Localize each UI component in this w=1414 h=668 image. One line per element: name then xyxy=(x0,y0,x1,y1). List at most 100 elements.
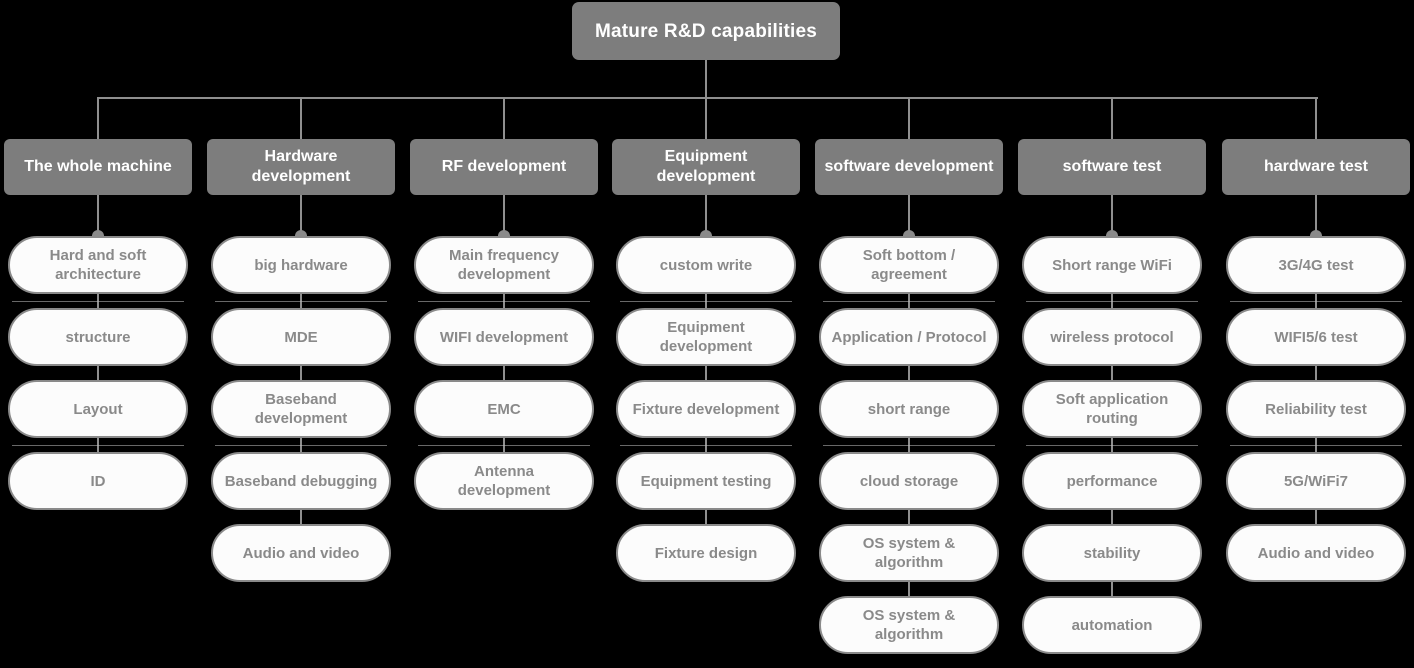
leaf-row: Baseband debugging xyxy=(207,438,395,524)
column-header-rf-development[interactable]: RF development xyxy=(410,139,598,195)
leaf-row: Main frequency development xyxy=(410,236,598,308)
leaf-row: Audio and video xyxy=(1222,510,1410,596)
leaf-row: Audio and video xyxy=(207,510,395,596)
leaf-node[interactable]: 5G/WiFi7 xyxy=(1226,452,1406,510)
leaf-node[interactable]: Soft bottom / agreement xyxy=(819,236,999,294)
leaf-node[interactable]: Fixture development xyxy=(616,380,796,438)
leaf-row: Equipment testing xyxy=(612,438,800,524)
leaf-row: OS system & algorithm xyxy=(815,582,1003,668)
leaf-node[interactable]: Baseband development xyxy=(211,380,391,438)
leaf-list-rf-development: Main frequency development WIFI developm… xyxy=(410,236,598,524)
leaf-row: EMC xyxy=(410,366,598,452)
root-node[interactable]: Mature R&D capabilities xyxy=(572,2,840,60)
leaf-list-the-whole-machine: Hard and soft architecture structure Lay… xyxy=(4,236,192,524)
leaf-row: WIFI5/6 test xyxy=(1222,294,1410,380)
bus-drop-connector-2 xyxy=(300,97,302,141)
leaf-node[interactable]: WIFI development xyxy=(414,308,594,366)
leaf-row: Fixture design xyxy=(612,510,800,596)
leaf-node[interactable]: Soft application routing xyxy=(1022,380,1202,438)
leaf-row: Application / Protocol xyxy=(815,294,1003,380)
leaf-row: 5G/WiFi7 xyxy=(1222,438,1410,524)
leaf-row: Baseband development xyxy=(207,366,395,452)
column-header-software-development[interactable]: software development xyxy=(815,139,1003,195)
bus-drop-connector-1 xyxy=(97,97,99,141)
leaf-node[interactable]: MDE xyxy=(211,308,391,366)
leaf-row: 3G/4G test xyxy=(1222,236,1410,308)
leaf-row: Reliability test xyxy=(1222,366,1410,452)
column-rf-development: RF development xyxy=(410,139,598,195)
column-software-test: software test xyxy=(1018,139,1206,195)
bus-drop-connector-3 xyxy=(503,97,505,141)
column-header-the-whole-machine[interactable]: The whole machine xyxy=(4,139,192,195)
leaf-row: Fixture development xyxy=(612,366,800,452)
leaf-list-software-test: Short range WiFi wireless protocol Soft … xyxy=(1018,236,1206,668)
column-stem-5 xyxy=(908,195,910,237)
leaf-list-equipment-development: custom write Equipment development Fixtu… xyxy=(612,236,800,596)
leaf-node[interactable]: Main frequency development xyxy=(414,236,594,294)
leaf-row: MDE xyxy=(207,294,395,380)
column-equipment-development: Equipment development xyxy=(612,139,800,195)
bus-drop-connector-4 xyxy=(705,97,707,141)
column-the-whole-machine: The whole machine xyxy=(4,139,192,195)
leaf-node[interactable]: OS system & algorithm xyxy=(819,524,999,582)
leaf-row: short range xyxy=(815,366,1003,452)
column-stem-3 xyxy=(503,195,505,237)
leaf-list-hardware-development: big hardware MDE Baseband development Ba… xyxy=(207,236,395,596)
column-hardware-development: Hardware development xyxy=(207,139,395,195)
leaf-row: Soft bottom / agreement xyxy=(815,236,1003,308)
leaf-row: automation xyxy=(1018,582,1206,668)
column-stem-7 xyxy=(1315,195,1317,237)
leaf-node[interactable]: Short range WiFi xyxy=(1022,236,1202,294)
column-stem-1 xyxy=(97,195,99,237)
horizontal-bus-connector xyxy=(98,97,1318,99)
leaf-node[interactable]: big hardware xyxy=(211,236,391,294)
leaf-node[interactable]: Baseband debugging xyxy=(211,452,391,510)
leaf-row: custom write xyxy=(612,236,800,308)
leaf-row: OS system & algorithm xyxy=(815,510,1003,596)
leaf-node[interactable]: EMC xyxy=(414,380,594,438)
leaf-node[interactable]: Audio and video xyxy=(1226,524,1406,582)
leaf-node[interactable]: Audio and video xyxy=(211,524,391,582)
leaf-row: structure xyxy=(4,294,192,380)
leaf-node[interactable]: performance xyxy=(1022,452,1202,510)
column-software-development: software development xyxy=(815,139,1003,195)
leaf-row: Soft application routing xyxy=(1018,366,1206,452)
leaf-row: Hard and soft architecture xyxy=(4,236,192,308)
leaf-row: wireless protocol xyxy=(1018,294,1206,380)
leaf-node[interactable]: stability xyxy=(1022,524,1202,582)
leaf-node[interactable]: structure xyxy=(8,308,188,366)
leaf-node[interactable]: automation xyxy=(1022,596,1202,654)
leaf-node[interactable]: cloud storage xyxy=(819,452,999,510)
column-stem-6 xyxy=(1111,195,1113,237)
bus-drop-connector-5 xyxy=(908,97,910,141)
column-header-hardware-test[interactable]: hardware test xyxy=(1222,139,1410,195)
leaf-row: Short range WiFi xyxy=(1018,236,1206,308)
leaf-node[interactable]: Reliability test xyxy=(1226,380,1406,438)
leaf-list-hardware-test: 3G/4G test WIFI5/6 test Reliability test… xyxy=(1222,236,1410,596)
leaf-node[interactable]: Layout xyxy=(8,380,188,438)
leaf-row: WIFI development xyxy=(410,294,598,380)
column-hardware-test: hardware test xyxy=(1222,139,1410,195)
leaf-node[interactable]: Application / Protocol xyxy=(819,308,999,366)
leaf-node[interactable]: wireless protocol xyxy=(1022,308,1202,366)
leaf-row: stability xyxy=(1018,510,1206,596)
leaf-node[interactable]: short range xyxy=(819,380,999,438)
column-stem-4 xyxy=(705,195,707,237)
leaf-node[interactable]: custom write xyxy=(616,236,796,294)
leaf-node[interactable]: Fixture design xyxy=(616,524,796,582)
leaf-node[interactable]: ID xyxy=(8,452,188,510)
leaf-node[interactable]: Equipment development xyxy=(616,308,796,366)
leaf-row: Layout xyxy=(4,366,192,452)
leaf-row: ID xyxy=(4,438,192,524)
leaf-node[interactable]: OS system & algorithm xyxy=(819,596,999,654)
column-header-hardware-development[interactable]: Hardware development xyxy=(207,139,395,195)
leaf-node[interactable]: Hard and soft architecture xyxy=(8,236,188,294)
leaf-node[interactable]: Equipment testing xyxy=(616,452,796,510)
leaf-node[interactable]: 3G/4G test xyxy=(1226,236,1406,294)
column-header-software-test[interactable]: software test xyxy=(1018,139,1206,195)
column-header-equipment-development[interactable]: Equipment development xyxy=(612,139,800,195)
leaf-row: Antenna development xyxy=(410,438,598,524)
leaf-node[interactable]: Antenna development xyxy=(414,452,594,510)
leaf-node[interactable]: WIFI5/6 test xyxy=(1226,308,1406,366)
